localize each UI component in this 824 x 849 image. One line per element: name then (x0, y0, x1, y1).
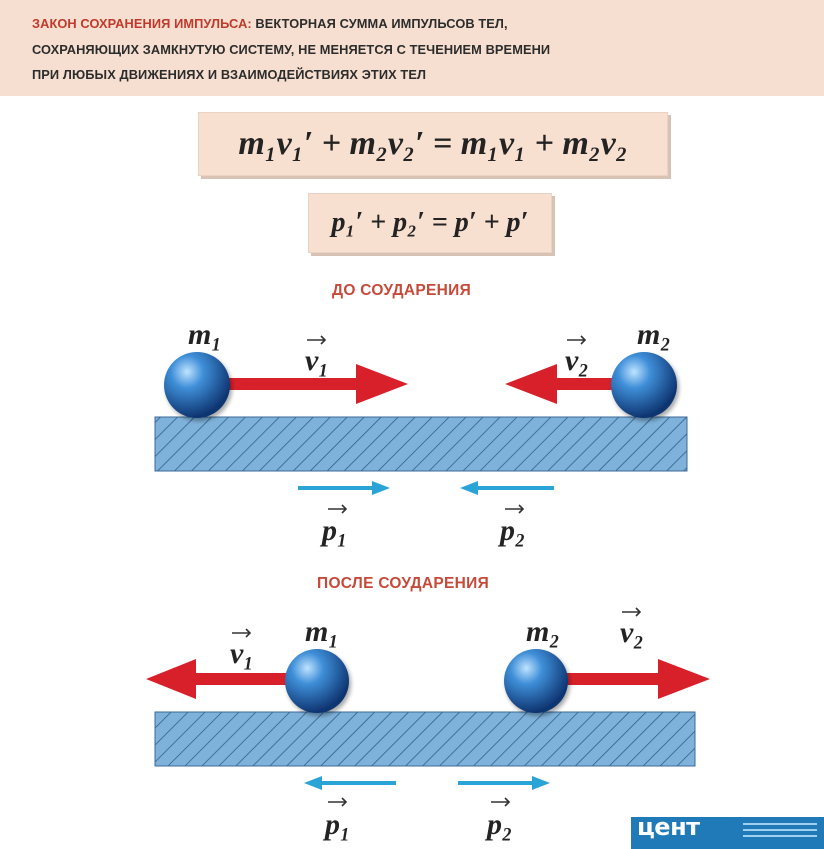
label-m1-after: m₁ (305, 615, 339, 648)
header-banner: ЗАКОН СОХРАНЕНИЯ ИМПУЛЬСА: ВЕКТОРНАЯ СУМ… (0, 0, 824, 96)
law-statement: ЗАКОН СОХРАНЕНИЯ ИМПУЛЬСА: ВЕКТОРНАЯ СУМ… (32, 11, 812, 88)
law-text-line2: СОХРАНЯЮЩИХ ЗАМКНУТУЮ СИСТЕМУ, НЕ МЕНЯЕТ… (32, 41, 551, 57)
surface-after (154, 711, 696, 767)
momentum-arrow-1-after (304, 776, 396, 790)
law-text-line3: ПРИ ЛЮБЫХ ДВИЖЕНИЯХ И ВЗАИМОДЕЙСТВИЯХ ЭТ… (32, 67, 427, 82)
logo-decoration (743, 823, 817, 841)
velocity-formula: m₁v₁′ + m₂v₂′ = m₁v₁ + m₂v₂ (198, 112, 668, 176)
velocity-arrow-1-after (146, 659, 294, 699)
label-p2-before: p₂ (497, 514, 525, 547)
ball-m2-after (504, 649, 568, 713)
label-v2-before: v₂ (565, 344, 589, 377)
label-m2-before: m₂ (637, 318, 671, 351)
label-m2-after: m₂ (526, 615, 560, 648)
momentum-arrow-2-after (458, 776, 550, 790)
label-v1-after: v₁ (230, 637, 254, 670)
label-p1-before: p₁ (319, 514, 347, 547)
momentum-arrow-2-before (460, 481, 554, 495)
velocity-arrow-2-after (560, 659, 710, 699)
ball-m2-before (611, 352, 677, 418)
surface-before (154, 416, 688, 472)
after-collision-title: ПОСЛЕ СОУДАРЕНИЯ (317, 575, 490, 592)
law-text-line1: ВЕКТОРНАЯ СУММА ИМПУЛЬСОВ ТЕЛ, (251, 16, 508, 31)
vector-marks-before (307, 335, 587, 514)
velocity-arrow-2-before (505, 364, 623, 404)
vector-marks-after (232, 607, 642, 807)
velocity-arrow-1-before (228, 364, 408, 404)
label-m1-before: m₁ (188, 318, 222, 351)
ball-m1-before (164, 352, 230, 418)
publisher-logo: цент (631, 813, 824, 849)
label-p1-after: p₁ (322, 808, 350, 841)
ball-m1-after (285, 649, 349, 713)
before-collision-title: ДО СОУДАРЕНИЯ (332, 282, 472, 299)
momentum-arrow-1-before (298, 481, 390, 495)
label-v1-before: v₁ (305, 344, 329, 377)
label-v2-after: v₂ (620, 616, 644, 649)
logo-text: цент (637, 813, 700, 841)
label-p2-after: p₂ (484, 808, 512, 841)
momentum-formula: p₁′ + p₂′ = p′ + p′ (308, 193, 552, 253)
law-name: ЗАКОН СОХРАНЕНИЯ ИМПУЛЬСА: (32, 16, 252, 31)
